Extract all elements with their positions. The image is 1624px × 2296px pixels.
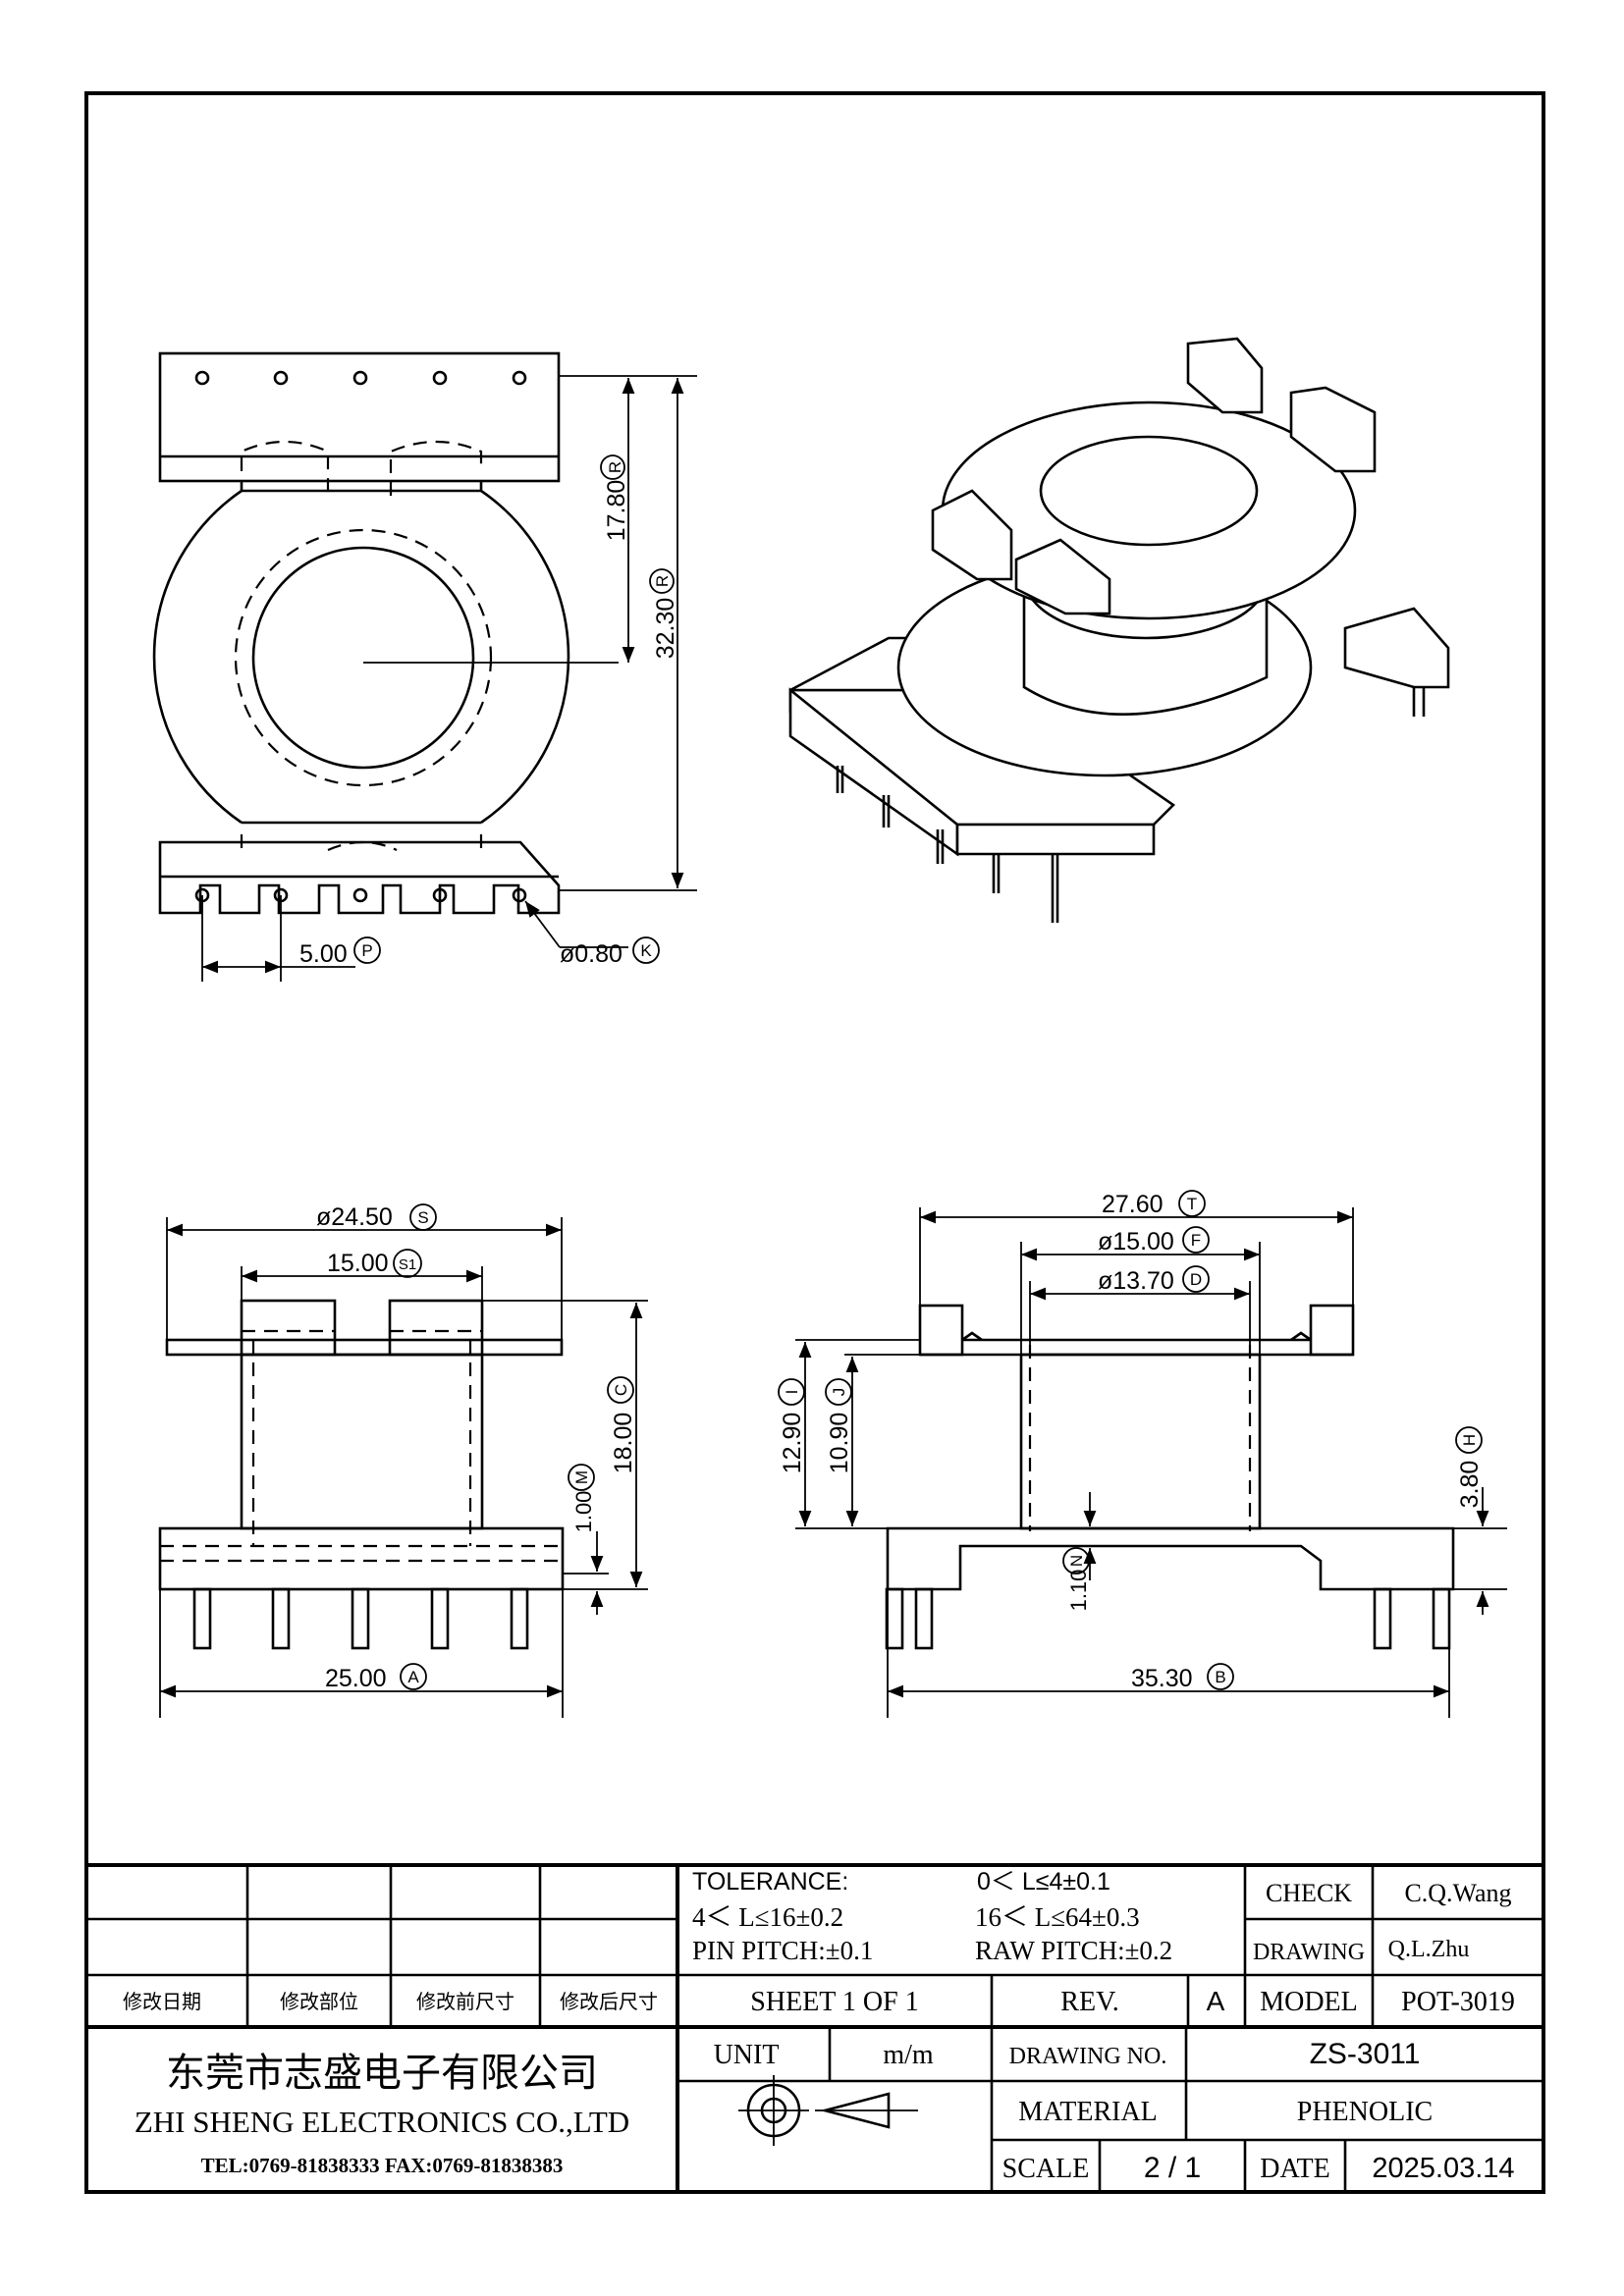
date-label: DATE	[1260, 2154, 1330, 2184]
dim-inner-width: 15.00	[327, 1250, 389, 1277]
dim-tag-r2: R	[653, 575, 672, 587]
company-name-en: ZHI SHENG ELECTRONICS CO.,LTD	[135, 2105, 629, 2139]
drawing-border	[84, 91, 1545, 2194]
dim-pin-dia: ø0.80	[560, 940, 623, 968]
drawing-value: Q.L.Zhu	[1388, 1937, 1470, 1962]
projection-symbol-icon	[738, 2075, 918, 2146]
rev-header-part: 修改部位	[280, 1990, 358, 2013]
dim-27-60: 27.60	[1102, 1191, 1164, 1218]
rev-value: A	[1207, 1986, 1225, 2016]
dim-tag-n: N	[1067, 1555, 1086, 1567]
rev-label: REV.	[1060, 1987, 1118, 2017]
dim-1-00: 1.00	[571, 1491, 596, 1533]
unit-label: UNIT	[714, 2040, 780, 2070]
dim-inner-dia: ø13.70	[1098, 1267, 1174, 1295]
dim-flange-dia: ø24.50	[316, 1203, 393, 1231]
dim-10-90: 10.90	[826, 1413, 853, 1474]
dim-tag-d: D	[1190, 1270, 1202, 1289]
scale-label: SCALE	[1002, 2154, 1090, 2184]
dim-32-30: 32.30	[652, 598, 679, 660]
tolerance-1: 0＜ L≤4±0.1	[977, 1868, 1110, 1896]
dim-1-10: 1.10	[1066, 1570, 1091, 1612]
top-bore	[251, 546, 475, 770]
dim-5-00: 5.00	[299, 940, 348, 968]
check-label: CHECK	[1266, 1879, 1352, 1907]
dim-3-80: 3.80	[1456, 1461, 1484, 1509]
dim-tag-b: B	[1215, 1668, 1225, 1686]
tolerance-label: TOLERANCE:	[692, 1868, 848, 1896]
rev-header-before: 修改前尺寸	[416, 1990, 514, 2013]
dim-tag-f: F	[1191, 1231, 1201, 1250]
title-block: 修改日期 修改部位 修改前尺寸 修改后尺寸 TOLERANCE: 0＜ L≤4±…	[86, 1863, 1543, 2192]
dim-18-00: 18.00	[610, 1413, 637, 1474]
drawing-no-value: ZS-3011	[1310, 2038, 1421, 2070]
dim-tag-k: K	[640, 941, 652, 960]
top-view: 17.80 R 32.30 R 5.00 P ø0.80 K	[152, 351, 697, 982]
tolerance-2: 4＜ L≤16±0.2	[692, 1902, 843, 1932]
model-label: MODEL	[1260, 1987, 1358, 2017]
dim-17-80: 17.80	[603, 480, 630, 542]
dim-tag-h: H	[1460, 1434, 1479, 1446]
dim-tag-i: I	[783, 1390, 801, 1395]
dim-tag-c: C	[612, 1384, 630, 1396]
dim-tag-s: S	[417, 1208, 428, 1227]
check-value: C.Q.Wang	[1404, 1879, 1511, 1907]
dim-35-30: 35.30	[1131, 1665, 1193, 1692]
dim-25-00: 25.00	[325, 1665, 387, 1692]
dim-tag-m: M	[572, 1470, 591, 1484]
rev-header-after: 修改后尺寸	[560, 1990, 658, 2013]
sheet-info: SHEET 1 OF 1	[750, 1987, 918, 2017]
date-value: 2025.03.14	[1372, 2153, 1514, 2184]
side-view: 27.60 T ø15.00 F ø13.70 D 12.90 I 10.90 …	[778, 1190, 1507, 1718]
dim-tag-t: T	[1187, 1195, 1197, 1213]
scale-value: 2 / 1	[1144, 2152, 1201, 2184]
front-view: ø24.50 S 15.00 S1 18.00 C 1.00 M 25.00 A	[158, 1203, 648, 1718]
dim-tag-a: A	[407, 1668, 419, 1686]
rev-header-date: 修改日期	[123, 1990, 201, 2013]
dim-tag-s1: S1	[399, 1256, 416, 1273]
company-name-cn: 东莞市志盛电子有限公司	[166, 2051, 598, 2096]
dim-outer-dia: ø15.00	[1098, 1228, 1174, 1255]
drawing-no-label: DRAWING NO.	[1009, 2044, 1167, 2069]
tolerance-3: 16＜ L≤64±0.3	[975, 1902, 1140, 1932]
dim-tag-j: J	[830, 1388, 848, 1397]
pin-pitch-tol: PIN PITCH:±0.1	[692, 1936, 873, 1965]
top-pin-header	[158, 351, 561, 483]
unit-value: m/m	[883, 2040, 934, 2070]
drawing-label: DRAWING	[1253, 1940, 1365, 1965]
material-label: MATERIAL	[1018, 2097, 1158, 2127]
dim-tag-r1: R	[606, 461, 624, 473]
dim-tag-p: P	[361, 941, 372, 960]
dim-12-90: 12.90	[779, 1413, 806, 1474]
isometric-view	[788, 337, 1450, 923]
raw-pitch-tol: RAW PITCH:±0.2	[975, 1936, 1172, 1965]
model-value: POT-3019	[1401, 1987, 1515, 2017]
material-value: PHENOLIC	[1297, 2097, 1433, 2127]
company-contact: TEL:0769-81838333 FAX:0769-81838383	[201, 2154, 564, 2177]
